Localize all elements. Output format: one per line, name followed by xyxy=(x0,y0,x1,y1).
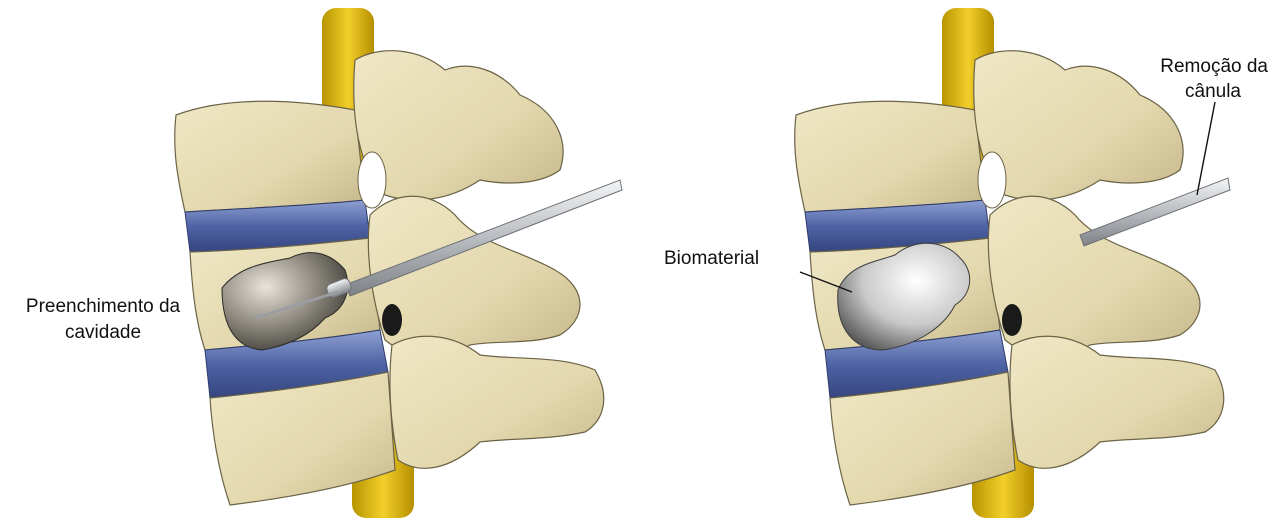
lower-posterior-elements xyxy=(390,336,604,468)
label-cannula-line1: Remoção da xyxy=(1160,56,1268,77)
foramen-upper xyxy=(978,152,1006,208)
label-biomaterial: Biomaterial xyxy=(664,248,759,269)
right-illustration xyxy=(795,8,1230,518)
middle-posterior-elements xyxy=(988,196,1200,355)
upper-vertebral-body xyxy=(795,101,985,212)
cannula-outer xyxy=(1080,178,1230,246)
label-cavity-line2: cavidade xyxy=(65,322,141,343)
cannula-leader-line xyxy=(1197,102,1215,195)
lower-posterior-elements xyxy=(1010,336,1224,468)
foramen-lower xyxy=(1002,304,1022,336)
foramen-upper xyxy=(358,152,386,208)
upper-vertebral-body xyxy=(175,101,365,212)
left-illustration xyxy=(175,8,622,518)
foramen-lower xyxy=(382,304,402,336)
label-cavity-line1: Preenchimento da xyxy=(26,296,181,317)
label-cannula-line2: cânula xyxy=(1185,81,1241,102)
